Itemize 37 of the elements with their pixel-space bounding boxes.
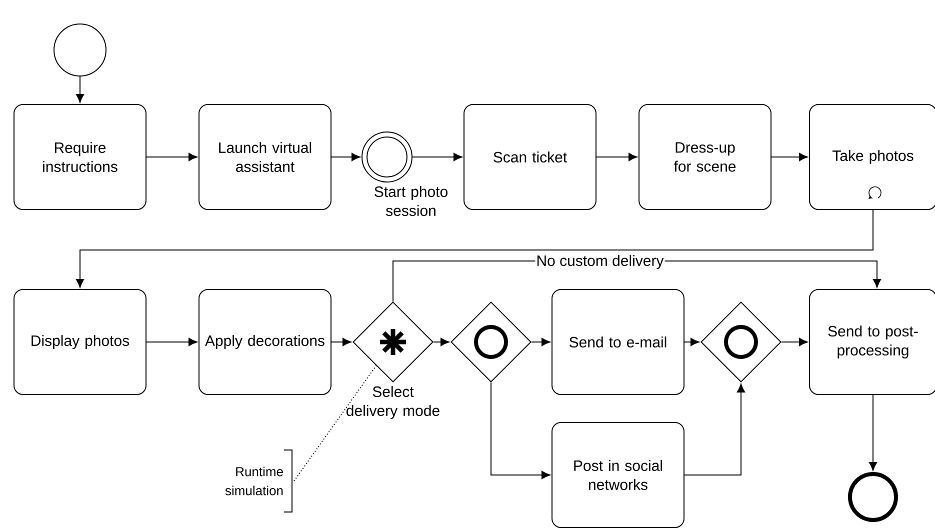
arrow — [531, 338, 550, 346]
arrow — [331, 152, 360, 162]
node-caption: Select delivery mode — [346, 386, 440, 419]
task-box: Apply decorations — [198, 289, 332, 395]
arrow — [596, 152, 638, 162]
arrow — [771, 152, 808, 162]
arrow — [146, 338, 198, 346]
end-event — [848, 472, 898, 522]
gateway-diamond — [450, 302, 532, 382]
arrow — [146, 152, 198, 162]
task-box: Scan ticket — [464, 104, 596, 210]
task-box: Post in social networks — [552, 422, 684, 528]
intermediate-event — [362, 132, 412, 182]
arrow — [412, 152, 462, 162]
arrow — [76, 76, 84, 103]
arrow — [433, 338, 450, 346]
edge-label: No custom delivery — [535, 254, 665, 270]
arrow — [781, 338, 808, 346]
gateway-diamond — [700, 302, 782, 382]
arrow — [684, 338, 700, 346]
leader-line — [294, 365, 377, 482]
gateway-diamond — [352, 302, 434, 382]
loop-task-box: Take photos — [809, 104, 935, 210]
annotation-text: Runtime simulation — [225, 466, 283, 496]
task-box: Require instructions — [14, 104, 146, 210]
arrow — [490, 382, 550, 480]
arrow — [76, 210, 874, 288]
node-caption: Start photo session — [374, 186, 448, 216]
task-box: Display photos — [14, 289, 146, 395]
arrow — [331, 338, 352, 346]
task-box: Dress-up for scene — [638, 104, 772, 210]
task-box: Launch virtual assistant — [198, 104, 332, 210]
arrow — [868, 394, 878, 471]
task-box: Send to post-processing — [809, 289, 935, 395]
start-event — [54, 24, 106, 76]
arrow — [684, 384, 746, 476]
task-box: Send to e-mail — [552, 289, 684, 395]
